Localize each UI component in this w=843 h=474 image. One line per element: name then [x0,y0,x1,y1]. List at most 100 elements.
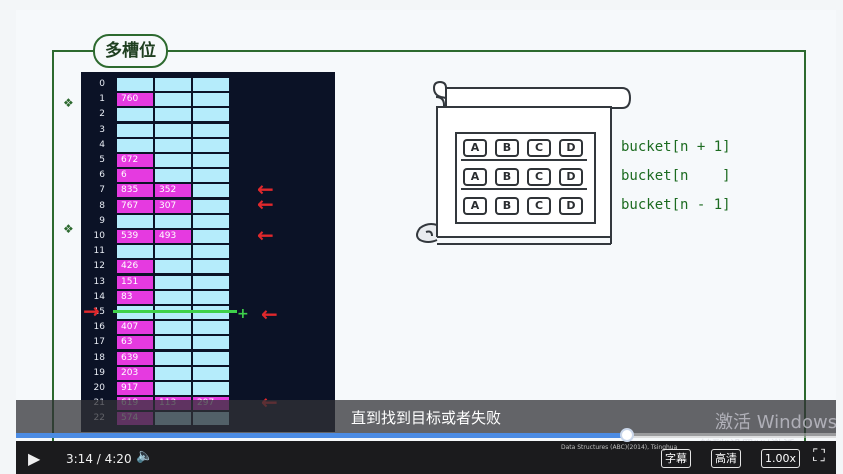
bucket-key: A [463,168,487,186]
fullscreen-icon[interactable]: ⛶ [813,446,825,466]
table-cell: 63 [117,336,153,350]
time-current: 3:14 [66,452,93,466]
table-cell [155,260,191,274]
row-index: 4 [99,139,105,150]
table-cell: 426 [117,260,153,274]
table-cell [155,169,191,183]
red-arrow-icon: ← [257,177,274,201]
table-cell [193,123,229,137]
row-index: 0 [99,79,105,89]
table-cell: 203 [117,366,153,380]
table-cell [155,93,191,107]
table-cell [155,214,191,228]
table-cell [155,290,191,304]
bucket-row: A B C D [461,137,587,161]
table-cell: 493 [155,230,191,243]
table-cell [193,93,229,107]
row-index: 14 [93,291,105,302]
speed-button[interactable]: 1.00x [761,449,801,468]
bucket-key: C [527,168,551,186]
table-cell [193,230,229,243]
row-index: 5 [99,155,105,165]
bucket-label-prev: bucket[n - 1] [621,197,731,213]
table-cell: 6 [117,169,153,183]
table-cell [193,382,229,395]
row-index: 11 [93,246,105,257]
table-cell [117,78,153,91]
table-cell [117,138,153,152]
quality-button[interactable]: 高清 [711,449,741,468]
table-row: 16 407 [81,321,311,335]
table-cell [193,290,229,304]
table-cell [193,78,229,91]
row-index: 7 [99,185,105,196]
table-cell [155,108,191,122]
table-cell [193,336,229,350]
slide-frame [52,50,806,444]
video-credit: Data Structures (ABC)(2014), Tsinghua [561,444,678,451]
row-index: 6 [99,170,105,181]
table-row: 4 [81,138,311,152]
table-cell [193,321,229,335]
table-cell [193,138,229,152]
table-row: 2 [81,108,311,122]
table-cell: 352 [155,184,191,198]
row-index: 9 [99,215,105,226]
table-cell: 151 [117,275,153,289]
bucket-label-next: bucket[n + 1] [621,139,731,155]
table-row: 11 [81,245,311,259]
table-cell [155,351,191,365]
progress-bar[interactable] [16,428,836,442]
table-cell [155,275,191,289]
table-cell: 539 [117,230,153,243]
table-cell: 639 [117,351,153,365]
play-icon[interactable]: ▶ [28,449,41,468]
table-cell [193,199,229,213]
bucket-row: A B C D [461,166,587,190]
bucket-key: C [527,197,551,215]
table-cell [117,108,153,122]
table-cell [155,154,191,167]
table-cell [155,321,191,335]
table-cell: 407 [117,321,153,335]
table-cell [117,123,153,137]
red-arrow-icon: ← [257,192,274,216]
table-cell: 760 [117,93,153,107]
progress-fill [16,433,627,438]
table-cell [155,138,191,152]
red-arrow-icon: ← [261,302,278,326]
row-index: 16 [93,322,105,333]
probe-line [113,310,237,313]
row-index: 13 [93,276,105,287]
subtitle-button[interactable]: 字幕 [661,449,691,468]
video-subtitle: 直到找到目标或者失败 [16,400,836,436]
table-row: 9 [81,214,311,228]
table-cell [155,245,191,259]
table-row: 3 [81,123,311,137]
bucket-key: D [559,168,583,186]
row-index: 17 [93,337,105,348]
bucket-group: A B C D A B C D A B C D [455,132,596,224]
cursor-plus-icon: + [237,306,249,322]
row-index: 8 [99,200,105,211]
volume-icon[interactable]: 🔈 [136,448,154,464]
table-cell [193,260,229,274]
bullet-icon: ❖ [63,96,74,110]
table-cell [155,78,191,91]
table-row: 0 [81,78,311,91]
table-cell [155,336,191,350]
bucket-key: A [463,139,487,157]
row-index: 20 [93,383,105,393]
time-display: 3:14 / 4:20 [66,452,132,466]
table-cell [193,245,229,259]
bucket-key: D [559,139,583,157]
progress-knob[interactable] [619,428,634,442]
